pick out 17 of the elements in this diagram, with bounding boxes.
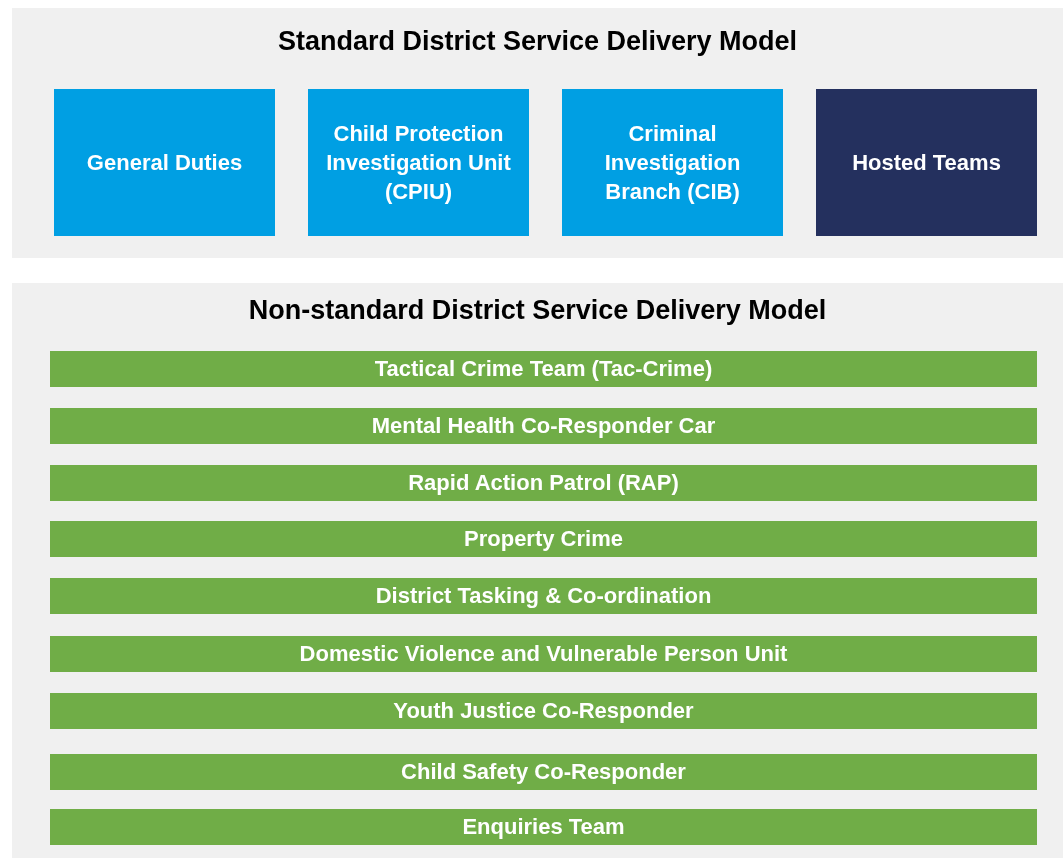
unit-bar: District Tasking & Co-ordination xyxy=(50,578,1037,614)
unit-bar: Domestic Violence and Vulnerable Person Unit xyxy=(50,636,1037,672)
team-box: Hosted Teams xyxy=(816,89,1037,236)
panel-title: Standard District Service Delivery Model xyxy=(276,26,799,57)
unit-bar: Child Safety Co-Responder xyxy=(50,754,1037,790)
unit-bar: Mental Health Co-Responder Car xyxy=(50,408,1037,444)
team-box: General Duties xyxy=(54,89,275,236)
unit-bar: Property Crime xyxy=(50,521,1037,557)
unit-bar: Tactical Crime Team (Tac-Crime) xyxy=(50,351,1037,387)
unit-bar: Enquiries Team xyxy=(50,809,1037,845)
unit-bar: Youth Justice Co-Responder xyxy=(50,693,1037,729)
team-box: Child Protection Investigation Unit (CPIU) xyxy=(308,89,529,236)
panel-background xyxy=(12,283,1063,858)
team-box: Criminal Investigation Branch (CIB) xyxy=(562,89,783,236)
unit-bar: Rapid Action Patrol (RAP) xyxy=(50,465,1037,501)
panel-background xyxy=(12,8,1063,258)
panel-title: Non-standard District Service Delivery Model xyxy=(247,295,828,326)
